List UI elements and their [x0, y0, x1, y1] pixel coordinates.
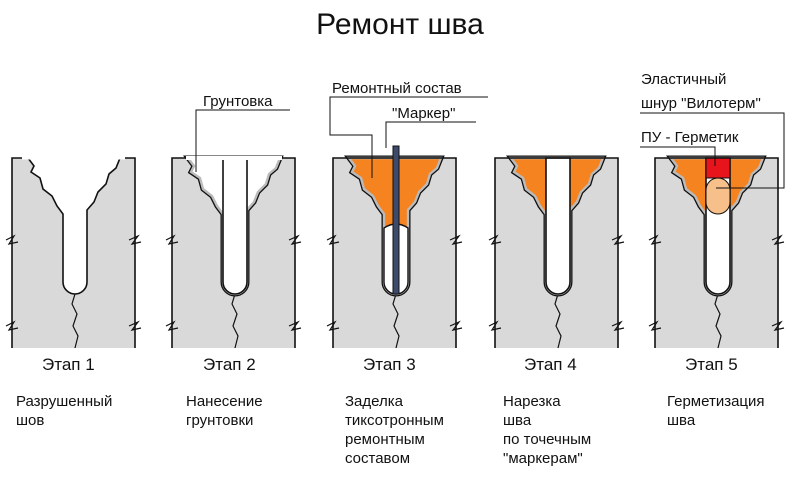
- desc-line: Герметизация: [667, 393, 765, 410]
- desc-line: грунтовки: [186, 412, 254, 429]
- stage-4-drawing: [488, 158, 625, 349]
- desc-line: шов: [16, 412, 45, 429]
- callout-primer: Грунтовка: [203, 93, 273, 110]
- stage-3-description: Заделка тиксотронным ремонтным составом: [345, 392, 444, 468]
- desc-line: шва: [667, 412, 696, 429]
- desc-line: Заделка: [345, 393, 403, 410]
- desc-line: составом: [345, 450, 411, 467]
- desc-line: тиксотронным: [345, 412, 444, 429]
- stage-5-label: Этап 5: [685, 355, 738, 374]
- callout-pu-sealant: ПУ - Герметик: [641, 129, 739, 146]
- stage-4-label: Этап 4: [524, 355, 577, 374]
- callout-elastic-cord-2: шнур "Вилотерм": [641, 95, 761, 112]
- pu-sealant-fill: [705, 157, 731, 179]
- stage-5-description: Герметизация шва: [667, 392, 765, 430]
- stage-4-description: Нарезка шва по точечным "маркерам": [503, 392, 591, 468]
- callout-marker: "Маркер": [392, 105, 455, 122]
- desc-line: Нарезка: [503, 393, 561, 410]
- marker-rod: [392, 145, 400, 295]
- stage-1-label: Этап 1: [42, 355, 95, 374]
- callout-repair-compound: Ремонтный состав: [332, 80, 462, 97]
- stage-3-label: Этап 3: [363, 355, 416, 374]
- callout-leaders: [195, 96, 785, 189]
- desc-line: Разрушенный: [16, 393, 113, 410]
- desc-line: "маркерам": [503, 450, 583, 467]
- desc-line: по точечным: [503, 431, 592, 448]
- stage-2-drawing: [165, 158, 302, 349]
- desc-line: Нанесение: [186, 393, 263, 410]
- stage-3-drawing: [326, 145, 463, 349]
- diagram-title: Ремонт шва: [316, 8, 484, 41]
- stage-2-label: Этап 2: [203, 355, 256, 374]
- elastic-cord: [705, 177, 731, 215]
- stage-2-description: Нанесение грунтовки: [186, 392, 263, 430]
- stage-5-drawing: [648, 157, 785, 349]
- callout-elastic-cord-1: Эластичный: [641, 71, 726, 88]
- desc-line: шва: [503, 412, 532, 429]
- stage-1-description: Разрушенный шов: [16, 392, 112, 430]
- stage-1-drawing: [5, 156, 142, 349]
- desc-line: ремонтным: [345, 431, 425, 448]
